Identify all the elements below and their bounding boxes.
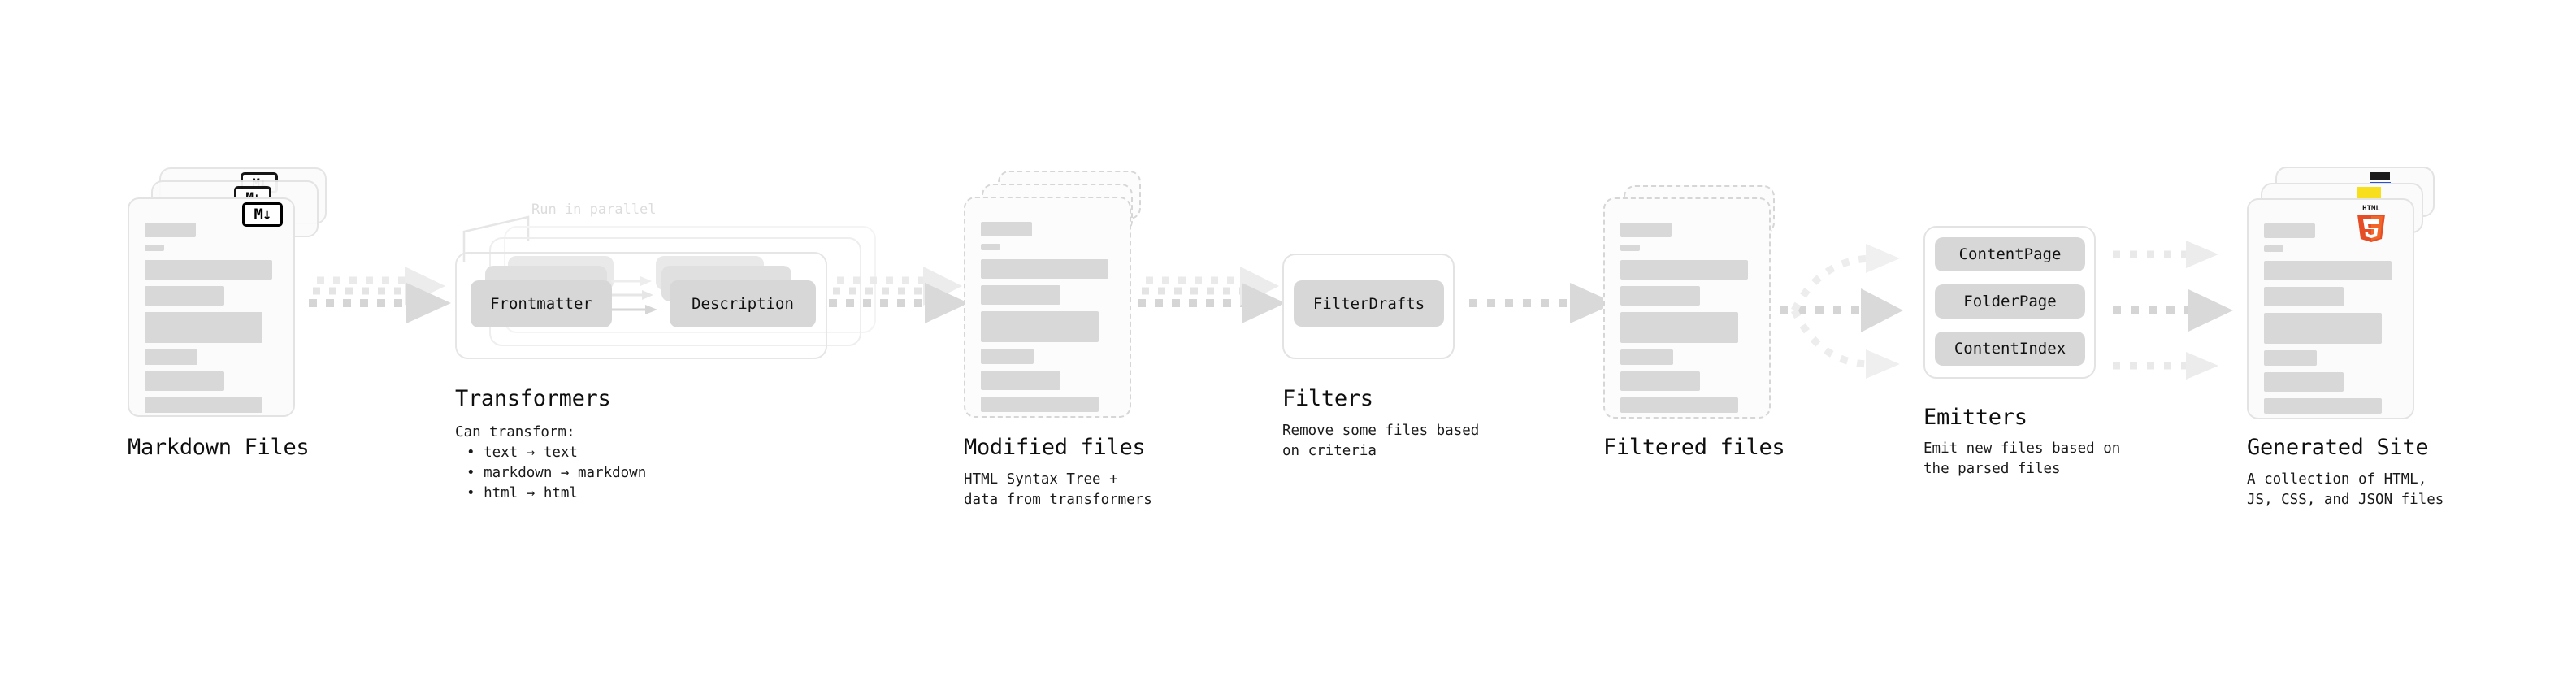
connector-filters-to-filtered	[1469, 283, 1615, 323]
placeholder-bar	[2264, 372, 2344, 392]
transformers-bullets-header: Can transform:	[455, 424, 575, 440]
stage-title-modified-files: Modified files	[964, 435, 1146, 460]
stage-caption-modified-files: HTML Syntax Tree + data from transformer…	[964, 471, 1152, 508]
placeholder-bar	[1620, 371, 1700, 391]
frontmatter-to-description-arrows	[611, 276, 657, 314]
transformers-bullet-2: • html → html	[466, 485, 578, 501]
emitter-chip-contentpage[interactable]: ContentPage	[1935, 237, 2085, 271]
placeholder-bar	[981, 371, 1060, 390]
placeholder-bar	[981, 259, 1108, 279]
emitter-chip-folderpage[interactable]: FolderPage	[1935, 284, 2085, 319]
stage-caption-emitters: Emit new files based on the parsed files	[1923, 440, 2121, 477]
transformer-chip-description[interactable]: Description	[670, 280, 816, 327]
stage-title-filters: Filters	[1282, 386, 1373, 411]
placeholder-bar	[145, 312, 262, 343]
placeholder-bar	[1620, 397, 1738, 413]
transformers-group	[455, 252, 827, 359]
emitter-chip-contentindex[interactable]: ContentIndex	[1935, 332, 2085, 366]
stage-title-filtered-files: Filtered files	[1603, 435, 1785, 460]
placeholder-bar	[1620, 349, 1673, 365]
placeholder-bar	[981, 311, 1099, 342]
placeholder-bar	[145, 223, 196, 237]
transformer-chip-frontmatter[interactable]: Frontmatter	[471, 280, 612, 327]
placeholder-bar	[1620, 312, 1738, 343]
placeholder-bar	[1620, 286, 1700, 306]
stage-caption-filters: Remove some files based on criteria	[1282, 423, 1480, 459]
svg-text:HTML: HTML	[2362, 205, 2380, 213]
filtered-card-front	[1603, 197, 1771, 419]
connector-md-to-transformers	[309, 267, 451, 323]
placeholder-bar	[145, 245, 164, 251]
markdown-card-front	[128, 197, 295, 417]
placeholder-bar	[145, 397, 262, 413]
run-in-parallel-label: Run in parallel	[531, 202, 657, 218]
transformers-bullet-1: • markdown → markdown	[466, 465, 647, 481]
transformers-bullet-0: • text → text	[466, 445, 578, 461]
html5-badge-icon: HTML	[2357, 205, 2385, 242]
placeholder-bar	[981, 244, 1000, 250]
placeholder-bar	[981, 349, 1034, 364]
placeholder-bar	[145, 371, 224, 391]
placeholder-bar	[1620, 223, 1672, 237]
site-card-front	[2247, 198, 2414, 419]
stage-title-transformers: Transformers	[455, 386, 611, 411]
placeholder-bar	[2264, 223, 2315, 238]
placeholder-bar	[981, 397, 1099, 412]
placeholder-bar	[145, 349, 197, 365]
placeholder-bar	[145, 260, 272, 280]
placeholder-bar	[2264, 350, 2317, 366]
connector-emitters-to-site	[2113, 241, 2233, 380]
placeholder-bar	[981, 222, 1032, 236]
placeholder-bar	[2264, 245, 2283, 252]
stage-title-markdown-files: Markdown Files	[128, 435, 310, 460]
placeholder-bar	[2264, 287, 2344, 306]
connector-transformers-to-modified	[829, 267, 969, 323]
stage-title-emitters: Emitters	[1923, 405, 2027, 430]
placeholder-bar	[145, 286, 224, 306]
placeholder-bar	[1620, 260, 1748, 280]
stage-title-generated-site: Generated Site	[2247, 435, 2429, 460]
placeholder-bar	[1620, 245, 1640, 251]
markdown-badge-icon: M↓	[242, 202, 283, 227]
connector-modified-to-filters	[1138, 267, 1286, 323]
placeholder-bar	[2264, 313, 2382, 344]
filter-chip-filterdrafts[interactable]: FilterDrafts	[1294, 280, 1444, 327]
connector-filtered-to-emitters	[1780, 244, 1903, 379]
placeholder-bar	[2264, 261, 2392, 280]
modified-card-front	[964, 197, 1131, 418]
transformers-bullets: Can transform: • text → text • markdown …	[455, 423, 646, 504]
stage-caption-generated-site: A collection of HTML, JS, CSS, and JSON …	[2247, 471, 2444, 508]
run-in-parallel-leader	[462, 215, 530, 262]
placeholder-bar	[981, 285, 1060, 305]
placeholder-bar	[2264, 398, 2382, 414]
